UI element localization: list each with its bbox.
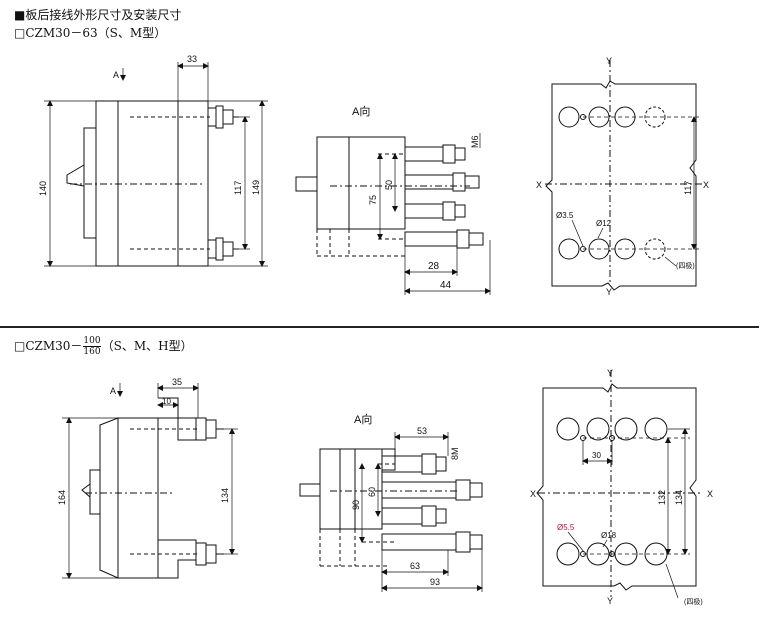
top-dim-height: 140: [38, 181, 48, 196]
bottom-a-view: [299, 432, 483, 592]
bottom-axis-x-right: X: [707, 489, 713, 499]
model-b-denominator: 160: [83, 347, 101, 357]
top-mount-note: (四极): [676, 261, 695, 270]
bottom-dim-10: 10: [162, 397, 171, 406]
bottom-dim-60: 60: [367, 487, 377, 497]
bottom-upper-terminal: [195, 417, 224, 441]
bottom-axis-x-left: X: [530, 489, 536, 499]
top-axis-x-left: X: [536, 180, 542, 190]
top-aview-terminals: [404, 144, 484, 249]
model-b-suffix: （S、M、H型）: [101, 339, 193, 353]
top-mount-dim-span: 117: [683, 181, 693, 195]
top-dim-50: 50: [384, 180, 394, 190]
bottom-mount-holes: [556, 417, 668, 566]
top-dim-bore: Ø12: [596, 219, 612, 228]
top-mount-holes: [558, 106, 666, 260]
top-dim-44: 44: [440, 280, 452, 291]
bottom-mount-note: (四极): [684, 597, 703, 606]
top-aview-label: A向: [352, 104, 370, 118]
top-a-view: [295, 133, 491, 295]
bottom-dim-132: 132: [657, 490, 667, 505]
top-dim-28: 28: [428, 261, 440, 272]
top-dim-75: 75: [368, 195, 378, 205]
top-axis-y-lower: Y: [606, 287, 612, 297]
page-title: ■板后接线外形尺寸及安装尺寸: [14, 8, 182, 22]
bottom-dim-hole: Ø5.5: [557, 523, 575, 532]
model-b-numerator: 100: [83, 336, 101, 347]
bottom-dim-height: 164: [57, 490, 67, 505]
model-a-title: □CZM30－63（S、M型）: [14, 26, 167, 40]
bottom-aview-terminals: [381, 453, 483, 553]
bottom-dim-bore: Ø18: [601, 531, 617, 540]
top-axis-x-right: X: [703, 180, 709, 190]
bottom-dim-63: 63: [410, 561, 420, 571]
section-divider: [0, 326, 759, 328]
bottom-dim-35: 35: [172, 377, 182, 387]
bottom-aview-label: A向: [354, 412, 372, 426]
bottom-view-direction-label: A: [110, 386, 116, 396]
bottom-dim-thread: 8M: [450, 447, 460, 460]
bottom-lower-terminal: [195, 542, 224, 566]
bottom-dim-30: 30: [592, 451, 601, 460]
bottom-mount-plate: [536, 370, 703, 599]
top-side-view: [44, 62, 268, 267]
top-dim-thread: M6: [470, 135, 480, 148]
top-axis-y-upper: Y: [606, 56, 612, 66]
top-dim-top: 33: [187, 54, 197, 64]
bottom-dim-93: 93: [430, 577, 440, 587]
bottom-side-view: [62, 383, 238, 579]
top-view-direction-label: A: [113, 70, 119, 80]
bottom-dim-90: 90: [351, 500, 361, 510]
bottom-axis-y-lower: Y: [607, 596, 613, 606]
top-upper-terminal: [207, 105, 239, 129]
top-lower-terminal: [207, 237, 239, 261]
bottom-dim-53: 53: [417, 426, 427, 436]
bottom-dim-span: 134: [220, 488, 230, 503]
bottom-dim-134: 134: [674, 490, 684, 505]
top-dim-hole: Ø3.5: [556, 211, 574, 220]
top-dim-span: 117: [233, 181, 243, 195]
bottom-axis-y-upper: Y: [607, 368, 613, 378]
top-dim-total: 149: [251, 180, 261, 195]
model-b-prefix: □CZM30－: [14, 339, 83, 353]
top-mount-plate: [545, 60, 703, 291]
